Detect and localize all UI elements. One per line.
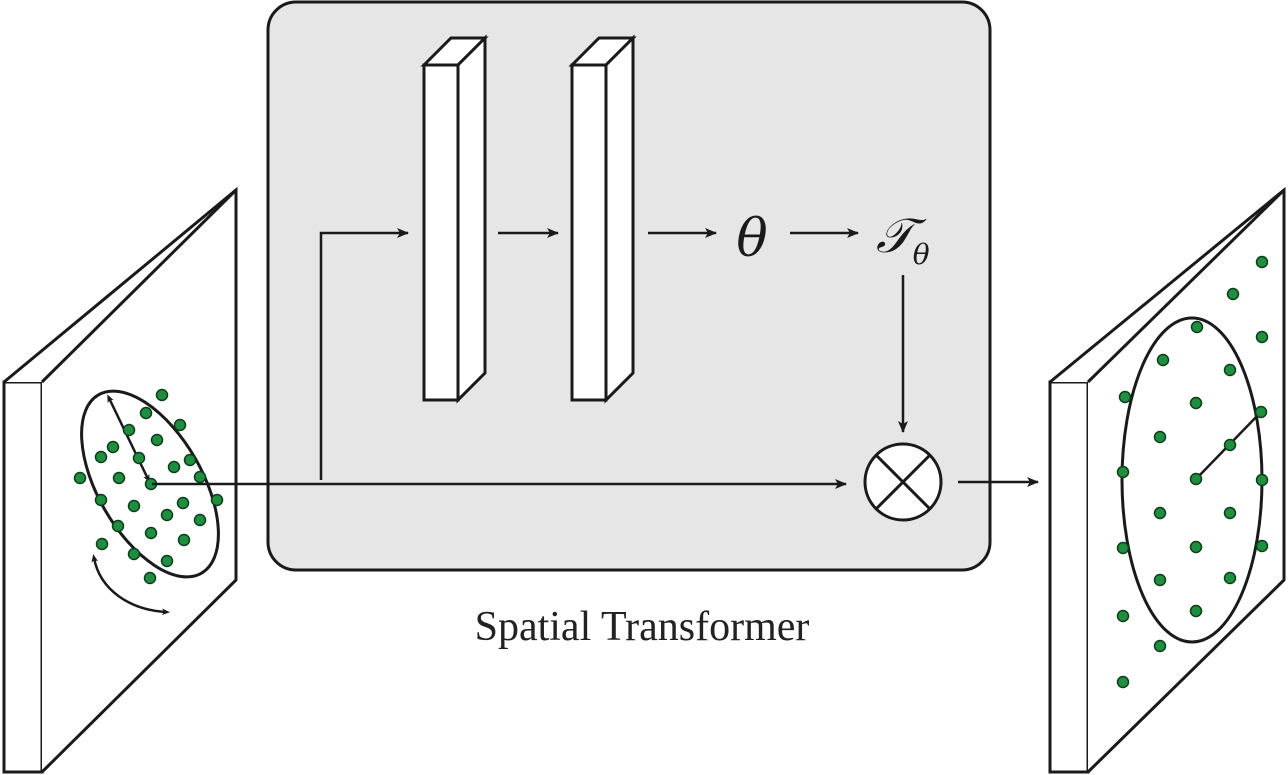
input-sampling-point: [150, 433, 164, 447]
caption: Spatial Transformer: [475, 604, 810, 650]
input-sampling-point: [95, 537, 109, 551]
output-sampling-point: [1116, 675, 1130, 689]
input-sampling-point: [173, 418, 187, 432]
output-sampling-point: [1255, 255, 1269, 269]
branch-to-localisation-arrow: [319, 228, 409, 480]
input-sampling-point: [160, 554, 174, 568]
input-sampling-points: [73, 388, 224, 585]
transform-subscript: θ: [913, 238, 930, 271]
output-feature-map: [1048, 186, 1286, 774]
output-sampling-point: [1116, 541, 1130, 555]
input-sampling-point: [127, 499, 141, 513]
rotation-arrow-icon: [91, 554, 170, 616]
input-sampling-point: [111, 519, 125, 533]
input-sampling-point: [143, 571, 157, 585]
output-sampling-point: [1118, 390, 1132, 404]
input-sampling-point: [112, 471, 126, 485]
output-sampling-point: [1189, 472, 1203, 486]
input-sampling-point: [176, 496, 190, 510]
output-sampling-point: [1153, 573, 1167, 587]
input-sampling-point: [132, 451, 146, 465]
circled-times-icon: [863, 442, 943, 522]
input-sampling-point: [144, 526, 158, 540]
input-sampling-point: [94, 450, 108, 464]
input-sampling-point: [193, 470, 207, 484]
output-sampling-point: [1153, 430, 1167, 444]
input-sampling-point: [94, 493, 108, 507]
output-sampling-point: [1189, 540, 1203, 554]
output-sampling-point: [1223, 571, 1237, 585]
input-sampling-point: [193, 513, 207, 527]
output-sampling-point: [1223, 506, 1237, 520]
output-sampling-point: [1223, 438, 1237, 452]
output-sampling-point: [1255, 330, 1269, 344]
output-sampling-point: [1255, 539, 1269, 553]
output-sampling-point: [1156, 353, 1170, 367]
input-sampling-point: [167, 460, 181, 474]
output-sampling-point: [1189, 396, 1203, 410]
output-sampling-point: [1190, 320, 1204, 334]
output-sampling-point: [1116, 465, 1130, 479]
output-sampling-point: [1226, 287, 1240, 301]
input-feature-map: [2, 186, 238, 774]
input-sampling-point: [73, 471, 87, 485]
input-sampling-point: [210, 493, 224, 507]
output-sampling-point: [1153, 639, 1167, 653]
output-sampling-point: [1189, 604, 1203, 618]
output-sampling-point: [1254, 405, 1268, 419]
input-sampling-point: [122, 423, 136, 437]
input-sampling-point: [127, 547, 141, 561]
scale-arrow-icon: [107, 394, 150, 483]
localisation-layer-2: [568, 34, 637, 404]
input-sampling-point: [177, 533, 191, 547]
input-sampling-point: [106, 440, 120, 454]
input-sampling-point: [160, 508, 174, 522]
output-sampling-point: [1153, 506, 1167, 520]
theta-label: θ: [736, 209, 767, 269]
input-sampling-point: [183, 453, 197, 467]
input-sampling-point: [139, 406, 153, 420]
output-sampling-point: [1255, 473, 1269, 487]
output-sampling-points: [1116, 255, 1269, 689]
output-sampling-point: [1116, 609, 1130, 623]
output-sampling-point: [1223, 363, 1237, 377]
localisation-layer-1: [420, 34, 489, 404]
input-sampling-point: [155, 388, 169, 402]
